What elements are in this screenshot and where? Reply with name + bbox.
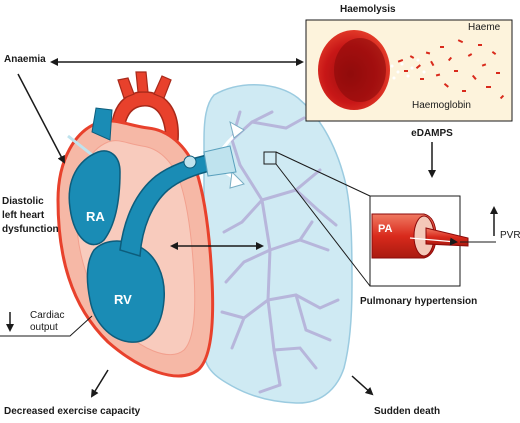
haemolysis-panel: Haemolysis [305,4,513,122]
haemoglobin-particles [390,58,426,80]
ra-label: RA [86,209,105,224]
diastolic-label-line-2: left heart [2,210,45,221]
arrow-decreased-exercise [90,369,109,398]
haeme-particles [397,39,505,100]
zoom-line-bottom [275,163,371,287]
red-blood-cell-rim [334,38,386,102]
zoom-source-box [263,151,277,165]
diastolic-label-line-3: dysfunction [2,224,59,235]
aortic-arch [110,91,179,151]
haemolysis-title: Haemolysis [340,4,396,15]
zoom-line-top [275,151,371,197]
arrow-head-lower [229,170,245,189]
pa-label: PA [378,223,393,235]
edamps-label: eDAMPS [411,128,453,139]
cardiac-output-line-1: Cardiac [30,310,64,321]
aortic-branch-2 [135,71,149,93]
aortic-branch-3 [153,75,172,99]
svc-white-line [67,134,97,160]
cardiac-output-pointer [0,315,93,337]
anaemia-label: Anaemia [4,54,46,65]
pa-detail-panel: PA [263,151,469,287]
aortic-branch-1 [117,77,135,99]
pulmonary-valve [183,155,197,169]
pvr-label: PVR [500,230,520,241]
pulmonary-hypertension-label: Pulmonary hypertension [360,296,477,307]
pa-flow-arrow [409,237,458,246]
pulmonary-artery [203,145,237,177]
rv-label: RV [114,292,132,307]
heart: RA RV [56,71,237,378]
arrow-sudden-death [351,375,374,396]
lung [203,84,353,404]
cardiac-output-line-2: output [30,322,58,333]
haeme-label: Haeme [468,22,501,33]
sudden-death-label: Sudden death [374,406,440,417]
diastolic-label-line-1: Diastolic [2,196,44,207]
arrow-head-upper [229,120,245,139]
haemoglobin-label: Haemoglobin [412,100,471,111]
arrow-anaemia-heart [17,73,65,164]
right-atrium [68,150,121,246]
superior-vena-cava [91,107,113,141]
decreased-exercise-label: Decreased exercise capacity [4,406,141,417]
lung-outline [203,84,353,404]
